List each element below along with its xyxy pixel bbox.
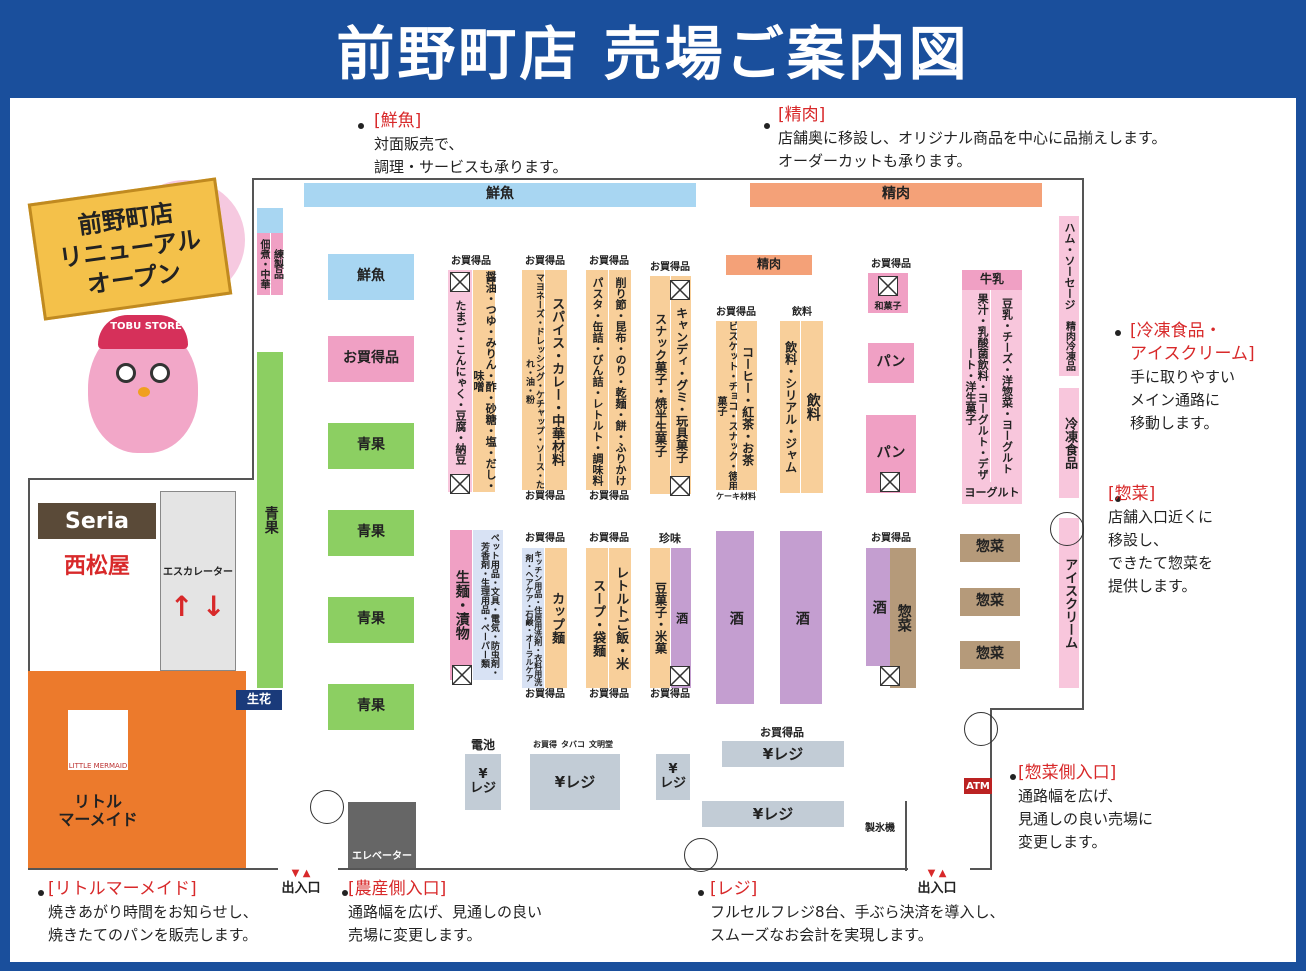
aisle-b4-sake: 酒 xyxy=(671,548,691,688)
register-3: ¥レジ xyxy=(656,754,690,800)
sake-1: 酒 xyxy=(716,531,754,704)
register-4: ¥レジ xyxy=(722,741,844,767)
sake-3: 酒 xyxy=(866,548,890,666)
produce-wall: 青果 xyxy=(257,352,283,688)
aisle-b4-beans: 豆菓子・米菓 xyxy=(650,548,670,688)
aisle-3-pasta: パスタ・缶詰・びん詰・レトルト・調味料 xyxy=(586,270,608,492)
note-mermaid: [リトルマーメイド]焼きあがり時間をお知らせし、焼きたてのパンを販売します。 xyxy=(48,879,258,944)
elevator: エレベーター xyxy=(348,802,416,868)
note-deli: [惣菜]店舗入口近くに移設し、できたて惣菜を提供します。 xyxy=(1108,484,1214,595)
neri-shelf: 練製品 xyxy=(271,233,283,295)
aisle-2-spice: スパイス・カレー・中華材料 xyxy=(545,270,567,492)
sake-2: 酒 xyxy=(780,531,822,704)
note-farm-entrance: [農産側入口]通路幅を広げ、見通しの良い売場に変更します。 xyxy=(348,879,542,944)
aisle-1-egg: たまご・こんにゃく・豆腐・納豆 xyxy=(454,299,468,465)
aisle-b1-noodle: 生麺・漬物 xyxy=(450,530,472,680)
milk-shelf-1: 果汁・乳酸菌飲料・ヨーグルト・デザート・洋生菓子 xyxy=(962,290,990,482)
note-meat: [精肉]店舗奥に移設し、オリジナル商品を中心に品揃えします。オーダーカットも承り… xyxy=(778,105,1167,170)
milk-shelf-2: 豆乳・チーズ・洋惣菜・ヨーグルト xyxy=(991,290,1022,482)
note-deli-entrance: [惣菜側入口]通路幅を広げ、見通しの良い売場に変更します。 xyxy=(1018,763,1154,851)
island-produce-3: 青果 xyxy=(328,597,414,643)
renewal-sign: 前野町店 リニューアル オープン xyxy=(27,177,233,321)
entrance-right[interactable]: ▼ ▲出入口 xyxy=(917,868,957,896)
aisle-5-coffee: コーヒー・紅茶・お茶 xyxy=(737,321,757,491)
island-fish: 鮮魚 xyxy=(328,254,414,300)
meat-small: 精肉 xyxy=(726,255,812,275)
flower-shop: 生花 xyxy=(236,690,282,710)
note-fish: [鮮魚]対面販売で、調理・サービスも承ります。 xyxy=(374,111,568,176)
frozen-meat: 精肉冷凍品 xyxy=(1059,316,1079,376)
little-mermaid-logo: LITTLE MERMAID xyxy=(68,710,128,770)
register-5: ¥レジ xyxy=(702,801,844,827)
island-produce-4: 青果 xyxy=(328,684,414,730)
aisle-3-kezuri: 削り節・昆布・のり・乾麺・餅・ふりかけ xyxy=(609,270,631,492)
aisle-5-biscuit: ビスケット・チョコ・スナック・徳用菓子 xyxy=(715,321,737,491)
ham-shelf: ハム・ソーセージ xyxy=(1059,216,1079,316)
island-produce-1: 青果 xyxy=(328,423,414,469)
fish-counter: 鮮魚 xyxy=(304,183,696,207)
aisle-1-soy: 醤油・つゆ・みりん・酢・砂糖・塩・だし・味噌 xyxy=(472,270,498,492)
escalator-label: エスカレーター xyxy=(163,567,233,578)
aisle-b2-kitchen: キッチン用品・住居用洗剤・衣料用洗剤・ヘアケア・石鹸・オーラルケア xyxy=(522,548,544,688)
deli-1: 惣菜 xyxy=(960,534,1020,562)
nishimatsuya-logo: 西松屋 xyxy=(63,554,130,579)
ice-cream: アイスクリーム xyxy=(1059,518,1079,688)
mascot-cap-brand: TOBU STORE xyxy=(110,321,182,332)
ice-machine: 製氷機 xyxy=(860,822,900,836)
deli-3: 惣菜 xyxy=(960,641,1020,669)
aisle-2-mayo: マヨネーズ・ドレッシング・ケチャップ・ソース・たれ・油・粉 xyxy=(522,270,544,492)
aisle-b1-pet: ペット用品・文具・電気・防虫剤・芳香剤・生理用品・ペーパー類 xyxy=(473,530,503,680)
note-register: [レジ]フルセルフレジ8台、手ぶら決済を導入し、スムーズなお会計を実現します。 xyxy=(710,879,1005,944)
aisle-b3-soup: スープ・袋麺 xyxy=(586,548,608,688)
aisle-4-candy: キャンディ・グミ・玩具菓子 xyxy=(671,276,691,494)
store-map: TOBU STORE 前野町店 リニューアル オープン Seria 西松屋 エス… xyxy=(10,98,1296,962)
milk-label: 牛乳 xyxy=(962,270,1022,290)
aisle-b2-cup: カップ麺 xyxy=(545,548,567,688)
register-1: ¥レジ xyxy=(465,754,501,810)
seria-logo: Seria xyxy=(38,503,156,539)
aisle-b3-rice: レトルトご飯・米 xyxy=(609,548,631,688)
aisle-6-drink: 飲料 xyxy=(801,321,823,493)
mascot: TOBU STORE xyxy=(68,303,218,463)
deli-vertical: 惣菜 xyxy=(890,548,916,688)
note-frozen: [冷凍食品・アイスクリーム]手に取りやすいメイン通路に移動します。 xyxy=(1130,321,1255,432)
frozen-food: 冷凍食品 xyxy=(1059,388,1079,498)
aisle-6-cereal: 飲料・シリアル・ジャム xyxy=(780,321,800,493)
escalator-down-icon: ↓ xyxy=(202,590,226,623)
escalator-up-icon: ↑ xyxy=(170,590,194,623)
little-mermaid-label: リトル マーメイド xyxy=(58,792,138,829)
yogurt: ヨーグルト xyxy=(962,482,1022,504)
little-mermaid-area xyxy=(28,671,246,868)
entrance-left[interactable]: ▼ ▲出入口 xyxy=(281,868,321,896)
island-okaidoku: お買得品 xyxy=(328,336,414,382)
register-2: ¥レジ xyxy=(530,754,620,810)
island-produce-2: 青果 xyxy=(328,510,414,556)
tsukudani-shelf: 佃煮・中華 xyxy=(257,233,270,295)
bread-1: パン xyxy=(868,343,914,383)
meat-counter: 精肉 xyxy=(750,183,1042,207)
aisle-4-snack: スナック菓子・焼半生菓子 xyxy=(650,276,670,494)
okaidoku-tag: お買得品 xyxy=(448,255,494,269)
escalator-area xyxy=(160,491,236,671)
page-title: 前野町店 売場ご案内図 xyxy=(336,20,970,88)
atm: ATM xyxy=(964,778,992,794)
deli-2: 惣菜 xyxy=(960,588,1020,616)
